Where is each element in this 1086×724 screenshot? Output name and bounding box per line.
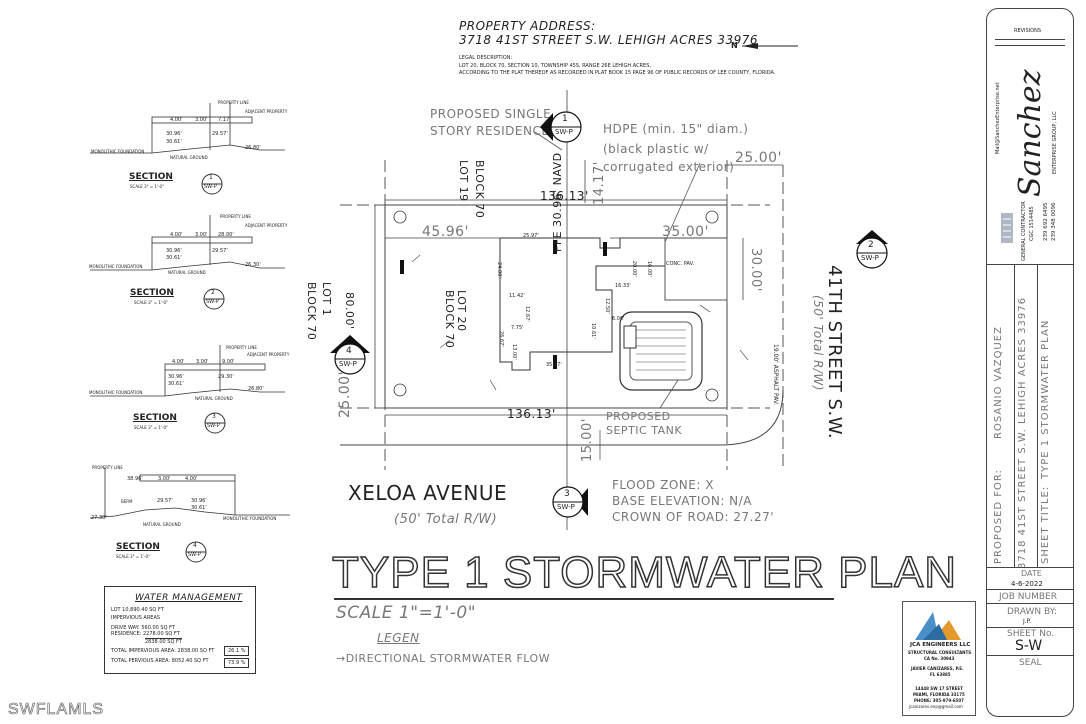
drawn-by-value: J.P. <box>1023 618 1032 625</box>
crown-of-road: CROWN OF ROAD: 27.27' <box>612 510 775 524</box>
watermark: SWFLAMLS <box>8 701 105 719</box>
small-dim: 20.00' <box>631 261 637 277</box>
revisions-label: REVISIONS <box>1014 28 1042 34</box>
site-plan-drawing <box>340 90 784 530</box>
date-label: DATE <box>1021 569 1042 578</box>
dim-3500: 35.00' <box>662 224 709 240</box>
title-block: REVISIONS Mail@SanchezEnterprise.net San… <box>986 8 1074 717</box>
ffe-label: FFE 30.96' NAVD <box>551 152 564 252</box>
sheet-title-label: SHEET TITLE: <box>1040 485 1051 564</box>
small-dim: 35.17' <box>546 362 562 368</box>
dim-3000: 30.00' <box>748 248 763 292</box>
jca-logo-icon <box>915 612 961 640</box>
job-number-label: JOB NUMBER <box>999 592 1057 602</box>
title-scale: SCALE 1"=1'-0" <box>336 603 477 623</box>
small-dim: 12.50' <box>604 298 610 314</box>
phone-1: 239 692 6495 <box>1043 202 1049 242</box>
brand-email: Mail@SanchezEnterprise.net <box>995 82 1001 154</box>
dim-top: 136.13' <box>540 189 589 203</box>
building-icon <box>1001 213 1013 243</box>
asphalt-label: 19.00' ASPHALT PAV. <box>772 344 779 406</box>
legend-item: →DIRECTIONAL STORMWATER FLOW <box>336 652 551 665</box>
small-dim: 12.67' <box>524 306 530 322</box>
brand-subtitle: ENTERPRISE GROUP, LLC <box>1052 111 1058 174</box>
project-address: 3718 41ST STREET S.W. LEHIGH ACRES 33976 <box>1017 297 1028 569</box>
small-dim: 16.33' <box>615 283 631 289</box>
section-marker-2: 2 SW-P <box>846 230 892 276</box>
lot19-label: LOT 19 <box>457 160 470 202</box>
sheet-no-label: SHEET No. <box>1007 629 1055 639</box>
client-name: ROSANIO VAZQUEZ <box>993 326 1004 439</box>
small-dim: 25.97' <box>523 233 539 239</box>
septic-line1: PROPOSED <box>606 410 671 423</box>
hdpe-line3: corrugated exterior) <box>603 160 735 174</box>
hdpe-line2: (black plastic w/ <box>603 142 709 156</box>
small-dim: 16.00' <box>646 261 652 277</box>
small-dim: 24.00' <box>496 262 502 278</box>
street-rw: (50' Total R/W) <box>811 295 825 391</box>
property-address-label: PROPERTY ADDRESS: <box>459 19 596 33</box>
north-arrow-icon <box>742 43 798 49</box>
section-detail-4: 38.96' 3.00' 4.00' 29.57' 30.96' 30.61' … <box>85 460 295 565</box>
dim-1500: 15.00' <box>580 418 595 462</box>
conc-pav-label: CONC. PAV. <box>666 261 694 267</box>
section-detail-1: 4.00' 3.00' 7.17' 30.96' 30.61' 29.57' 2… <box>60 95 290 195</box>
proposed-residence-line1: PROPOSED SINGLE <box>430 107 552 121</box>
lot19-block: BLOCK 70 <box>473 160 486 219</box>
seal-label: SEAL <box>1019 658 1042 668</box>
title-underline <box>334 598 834 600</box>
drawn-by-label: DRAWN BY: <box>1007 607 1057 617</box>
street-name: 41TH STREET S.W. <box>824 265 845 440</box>
phone-2: 239 348 0096 <box>1051 202 1057 242</box>
section-detail-2: 4.00' 3.00' 28.00' 30.96' 30.61' 29.57' … <box>60 210 290 310</box>
flood-zone: FLOOD ZONE: X <box>612 478 714 492</box>
sheet-title: TYPE 1 STORMWATER PLAN <box>1040 319 1051 479</box>
lot1-block: BLOCK 70 <box>305 282 318 341</box>
section-marker-1: 1 SW-P <box>540 104 586 150</box>
small-dim: 13.00' <box>511 344 517 360</box>
main-title: TYPE 1 STORMWATER PLAN <box>331 547 958 598</box>
sheet-no-value: S-W <box>1015 638 1043 654</box>
proposed-residence-line2: STORY RESIDENCE <box>430 124 550 138</box>
brand-logo: Sanchez <box>1013 69 1048 197</box>
section-detail-3: 4.00' 3.00' 9.00' 30.96' 30.61' 29.30' 2… <box>60 340 290 440</box>
avenue-name: XELOA AVENUE <box>348 481 508 505</box>
lot1-label: LOT 1 <box>320 282 333 317</box>
legal-line-1: LOT 20, BLOCK 70, SECTION 10, TOWNSHIP 4… <box>459 63 651 69</box>
small-dim: 6.00' <box>612 316 625 322</box>
base-elevation: BASE ELEVATION: N/A <box>612 494 752 508</box>
property-address: 3718 41ST STREET S.W. LEHIGH ACRES 33976 <box>459 33 759 47</box>
section-marker-3: 3 SW-P <box>546 479 592 525</box>
legend-label: LEGEN <box>377 631 420 645</box>
north-letter: N <box>731 41 738 50</box>
small-dim: 11.42' <box>509 293 525 299</box>
dim-left-width: 80.00' <box>343 292 356 330</box>
dim-bottom: 136.13' <box>507 407 556 421</box>
small-dim: 10.61' <box>590 323 596 339</box>
water-management-table: WATER MANAGEMENT LOT 10,890.40 SQ FT IMP… <box>104 586 256 674</box>
hdpe-line1: HDPE (min. 15" diam.) <box>603 122 749 136</box>
lot20-block: BLOCK 70 <box>443 290 456 349</box>
legal-label: LEGAL DESCRIPTION: <box>459 55 513 61</box>
general-contractor: GENERAL CONTRACTOR <box>1021 201 1027 261</box>
section-marker-4: 4 SW-P <box>326 335 372 381</box>
lot20-label: LOT 20 <box>455 290 468 332</box>
proposed-for-label: PROPOSED FOR: <box>993 469 1004 564</box>
engineer-stamp: JCA ENGINEERS LLC STRUCTURAL CONSULTANTS… <box>902 601 976 716</box>
dim-1417: 14.17' <box>592 161 607 205</box>
dim-2500-right: 25.00' <box>735 150 782 166</box>
small-dim: 7.75' <box>511 325 524 331</box>
septic-line2: SEPTIC TANK <box>606 424 683 437</box>
cgc-number: CGC 1514485 <box>1029 206 1035 241</box>
legal-line-2: ACCORDING TO THE PLAT THEREOF AS RECORDE… <box>459 70 776 76</box>
dim-4596: 45.96' <box>422 224 469 240</box>
small-dim: 26.67' <box>498 331 504 347</box>
date-value: 4-6-2022 <box>1011 580 1043 588</box>
avenue-rw: (50' Total R/W) <box>394 512 498 527</box>
